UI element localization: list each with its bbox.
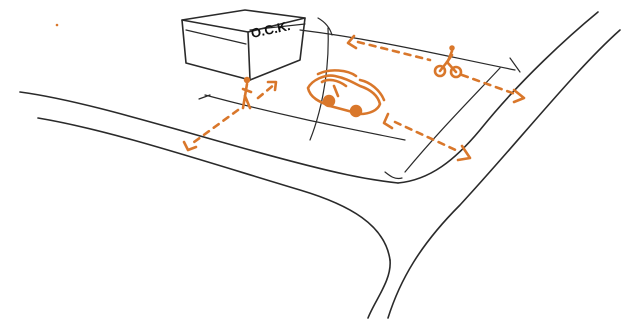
building-ock: O.C.K. — [181, 9, 306, 81]
road-edges — [19, 11, 621, 319]
pedestrian-icon — [241, 76, 253, 110]
dashed-arrow-icon — [182, 34, 526, 162]
stray-dot — [55, 23, 59, 27]
bicycle-icon — [433, 45, 463, 79]
building-label: O.C.K. — [250, 18, 292, 41]
car-icon — [306, 69, 386, 118]
parking-lot-lines — [198, 17, 521, 180]
